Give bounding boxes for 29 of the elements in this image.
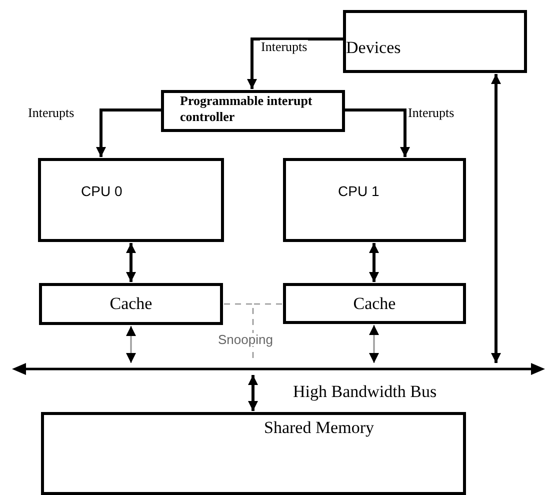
arrow — [491, 74, 501, 363]
block-label: CPU 0 — [81, 182, 122, 201]
arrow — [126, 326, 136, 363]
block-label: Programmable interupt controller — [180, 93, 314, 126]
arrow — [248, 375, 258, 411]
bus-line — [12, 363, 545, 375]
block-label: Cache — [110, 293, 152, 316]
edge-label: Snooping — [217, 333, 274, 346]
arrow — [369, 325, 379, 363]
edge-label: Interupts — [260, 40, 308, 53]
block-box — [38, 158, 224, 242]
arrow — [126, 243, 136, 282]
arrow — [96, 108, 161, 157]
block-box — [39, 283, 223, 325]
block-label: Cache — [353, 292, 396, 315]
bus-label: High Bandwidth Bus — [293, 381, 437, 403]
block-box — [343, 10, 527, 73]
block-box — [161, 90, 345, 132]
block-label: Shared Memory — [264, 417, 374, 439]
arrow — [369, 243, 379, 282]
block-box — [41, 412, 466, 495]
arrow — [247, 38, 343, 89]
block-box — [283, 283, 466, 324]
edge-label: Interupts — [27, 106, 76, 119]
block-box — [283, 158, 466, 242]
block-label: Devices — [346, 36, 401, 59]
block-label: CPU 1 — [338, 182, 380, 201]
arrow — [345, 108, 410, 157]
edge-label: Interupts — [407, 106, 456, 119]
